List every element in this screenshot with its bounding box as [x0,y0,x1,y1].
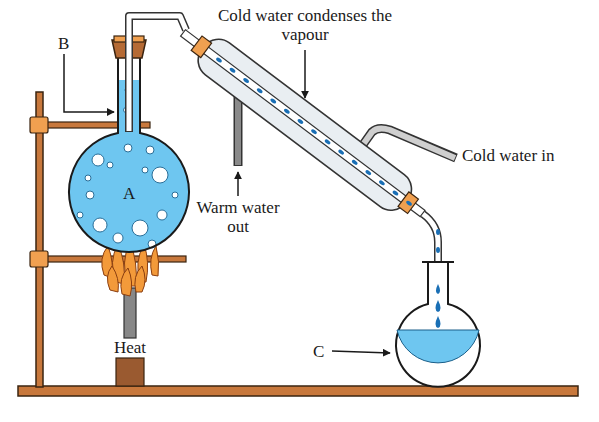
falling-drops [436,316,441,328]
part-label: B [58,34,69,53]
flames [151,246,159,276]
condensate-drop [378,179,385,186]
receiver-rim [422,261,454,263]
bubbles [172,192,178,198]
bubbles [86,191,94,199]
condensate-drop [365,169,372,176]
falling-drops [436,300,441,312]
leader-line [332,351,390,353]
outlet-label: Warm water out [193,198,283,236]
base-board [18,386,578,396]
leader-line [64,54,114,112]
delivery-tube [129,16,186,131]
inlet-label: Cold water in [462,146,555,165]
condensate-drop [229,67,236,74]
bubbles [157,210,167,220]
warm-water-pipe [235,92,241,165]
condensate-drop [338,149,345,156]
bubbles [152,167,168,183]
bubbles [113,233,123,243]
condensate-drop [215,57,222,64]
condensate-drop [405,200,412,207]
flames [121,268,132,296]
outlet-drops [436,247,440,253]
outlet-drops [436,229,440,253]
condensate-drop [242,77,249,84]
condensate-drop [351,159,358,166]
bubbles [93,218,107,232]
condensate-drops [215,57,412,207]
condensate-drop [310,128,317,135]
condensate-drop [324,139,331,146]
falling-drops [436,284,440,294]
process-note: Cold water condenses the vapour [205,6,405,44]
bubbles [92,154,104,166]
condensate-drop [270,98,277,105]
outlet-drops [436,229,440,235]
end-cap [191,36,211,58]
bubbles [107,162,113,168]
bubbles [85,175,91,181]
flames [135,266,145,292]
upper-clamp [30,117,48,133]
burner-base [116,358,144,386]
bubbles [142,167,148,173]
bubbles [77,212,83,218]
lower-clamp [30,251,48,267]
warm-water-pipe [234,92,243,166]
part-label: A [123,184,135,203]
end-cap [398,192,418,214]
receiver-flask [396,262,480,387]
leader-line [304,50,306,98]
condenser [171,17,435,229]
bubbles [132,220,148,236]
stand-rod [36,92,43,387]
falling-drops [436,284,441,328]
delivery-tube [129,16,186,132]
leader-line [237,172,239,196]
heat-label: Heat [95,338,165,357]
flames [107,266,118,292]
distillate [397,330,479,363]
bubbles [124,144,132,152]
condensate-drop [297,118,304,125]
condensate-drop [392,190,399,197]
condensate-drop [256,87,263,94]
bubbles [146,146,154,154]
part-label: C [313,342,324,361]
condensate-drop [283,108,290,115]
distillate [397,330,479,363]
inner-tube [181,30,425,217]
